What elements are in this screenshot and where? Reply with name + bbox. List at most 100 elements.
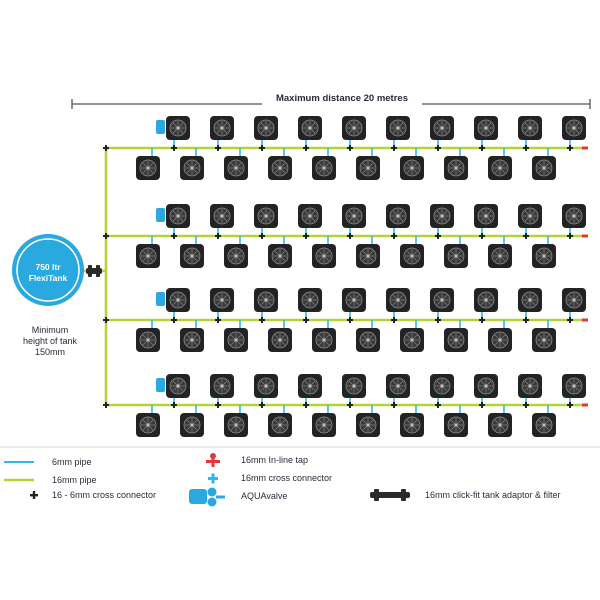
cross-connector [347, 317, 353, 323]
pot-group-3 [136, 288, 586, 352]
pot-top [254, 204, 278, 228]
pot-bottom [400, 328, 424, 352]
pot-top [518, 374, 542, 398]
pot-bottom [356, 328, 380, 352]
pot-bottom [180, 328, 204, 352]
cross-connector [435, 402, 441, 408]
pot-bottom [488, 413, 512, 437]
pot-group-4 [136, 374, 586, 437]
pot-top [298, 374, 322, 398]
cross-connector [215, 233, 221, 239]
cross-connector [391, 145, 397, 151]
pot-bottom [268, 328, 292, 352]
note-line-1: Minimum [32, 325, 69, 335]
cross-connector [391, 402, 397, 408]
cross-connector [303, 233, 309, 239]
inline-tap [582, 403, 588, 407]
legend-aquavalve-label: AQUAvalve [241, 491, 287, 501]
pot-bottom [356, 244, 380, 268]
cross-connector [171, 402, 177, 408]
pot-top [254, 288, 278, 312]
trunk-connector [103, 317, 109, 323]
pot-bottom [268, 244, 292, 268]
pot-grid [136, 116, 586, 437]
cross-connector [479, 402, 485, 408]
tank-capacity-label: 750 ltr [35, 262, 61, 272]
cross-connector [259, 317, 265, 323]
cross-connector [171, 233, 177, 239]
cross-connector [567, 317, 573, 323]
cross-connector [303, 145, 309, 151]
pot-top [474, 288, 498, 312]
cross-connector [347, 233, 353, 239]
pot-bottom [444, 328, 468, 352]
tank-name-label: FlexiTank [29, 273, 68, 283]
pot-bottom [180, 413, 204, 437]
legend-16mm-pipe: 16mm pipe [4, 475, 97, 485]
pot-top [430, 204, 454, 228]
cross-connector [171, 317, 177, 323]
cross-connector [523, 317, 529, 323]
cross-connector [391, 233, 397, 239]
aquavalve [156, 378, 165, 392]
trunk-connector [103, 402, 109, 408]
inline-tap [582, 234, 588, 238]
pot-bottom [488, 328, 512, 352]
pot-top [430, 288, 454, 312]
cross-connector [391, 317, 397, 323]
pot-top [166, 288, 190, 312]
pot-bottom [268, 413, 292, 437]
pot-top [210, 374, 234, 398]
pot-bottom [444, 156, 468, 180]
pot-bottom [224, 244, 248, 268]
pot-top [386, 116, 410, 140]
cross-connector [567, 145, 573, 151]
legend-inline-tap: 16mm In-line tap [206, 453, 308, 467]
cross-connector [215, 402, 221, 408]
aquavalve [156, 292, 165, 306]
pot-bottom [400, 156, 424, 180]
legend-cross-16-label: 16mm cross connector [241, 473, 332, 483]
pot-top [474, 204, 498, 228]
cross-connector [259, 402, 265, 408]
flexitank: 750 ltr FlexiTank [12, 234, 84, 306]
pot-top [562, 116, 586, 140]
aquavalve-icon [189, 487, 225, 507]
cross-connector [567, 402, 573, 408]
legend-tank-adaptor-label: 16mm click-fit tank adaptor & filter [425, 490, 561, 500]
pot-bottom [180, 156, 204, 180]
cross-connector [523, 145, 529, 151]
blue-cross-icon [208, 473, 218, 484]
inline-tap-icon [206, 453, 220, 467]
pot-bottom [400, 413, 424, 437]
cross-connector [435, 317, 441, 323]
pot-top [166, 204, 190, 228]
legend-6mm-pipe-label: 6mm pipe [52, 457, 92, 467]
cross-connector [347, 402, 353, 408]
pot-bottom [400, 244, 424, 268]
pot-top [166, 116, 190, 140]
pot-bottom [136, 156, 160, 180]
pot-bottom [268, 156, 292, 180]
pot-top [210, 116, 234, 140]
pot-top [518, 288, 542, 312]
aquavalve [156, 208, 165, 222]
distance-label: Maximum distance 20 metres [276, 93, 408, 104]
pot-top [518, 204, 542, 228]
cross-connector [435, 145, 441, 151]
legend-aquavalve: AQUAvalve [189, 487, 287, 507]
cross-connector [479, 317, 485, 323]
legend-inline-tap-label: 16mm In-line tap [241, 455, 308, 465]
pot-bottom [356, 156, 380, 180]
legend-cross-16: 16mm cross connector [208, 473, 332, 484]
pot-top [210, 288, 234, 312]
tank-adaptor-icon [370, 489, 410, 501]
pot-bottom [312, 244, 336, 268]
pot-top [430, 116, 454, 140]
legend-16mm-pipe-label: 16mm pipe [52, 475, 97, 485]
pot-top [562, 374, 586, 398]
pot-top [342, 204, 366, 228]
pot-top [342, 116, 366, 140]
pot-top [562, 288, 586, 312]
cross-connector [259, 233, 265, 239]
